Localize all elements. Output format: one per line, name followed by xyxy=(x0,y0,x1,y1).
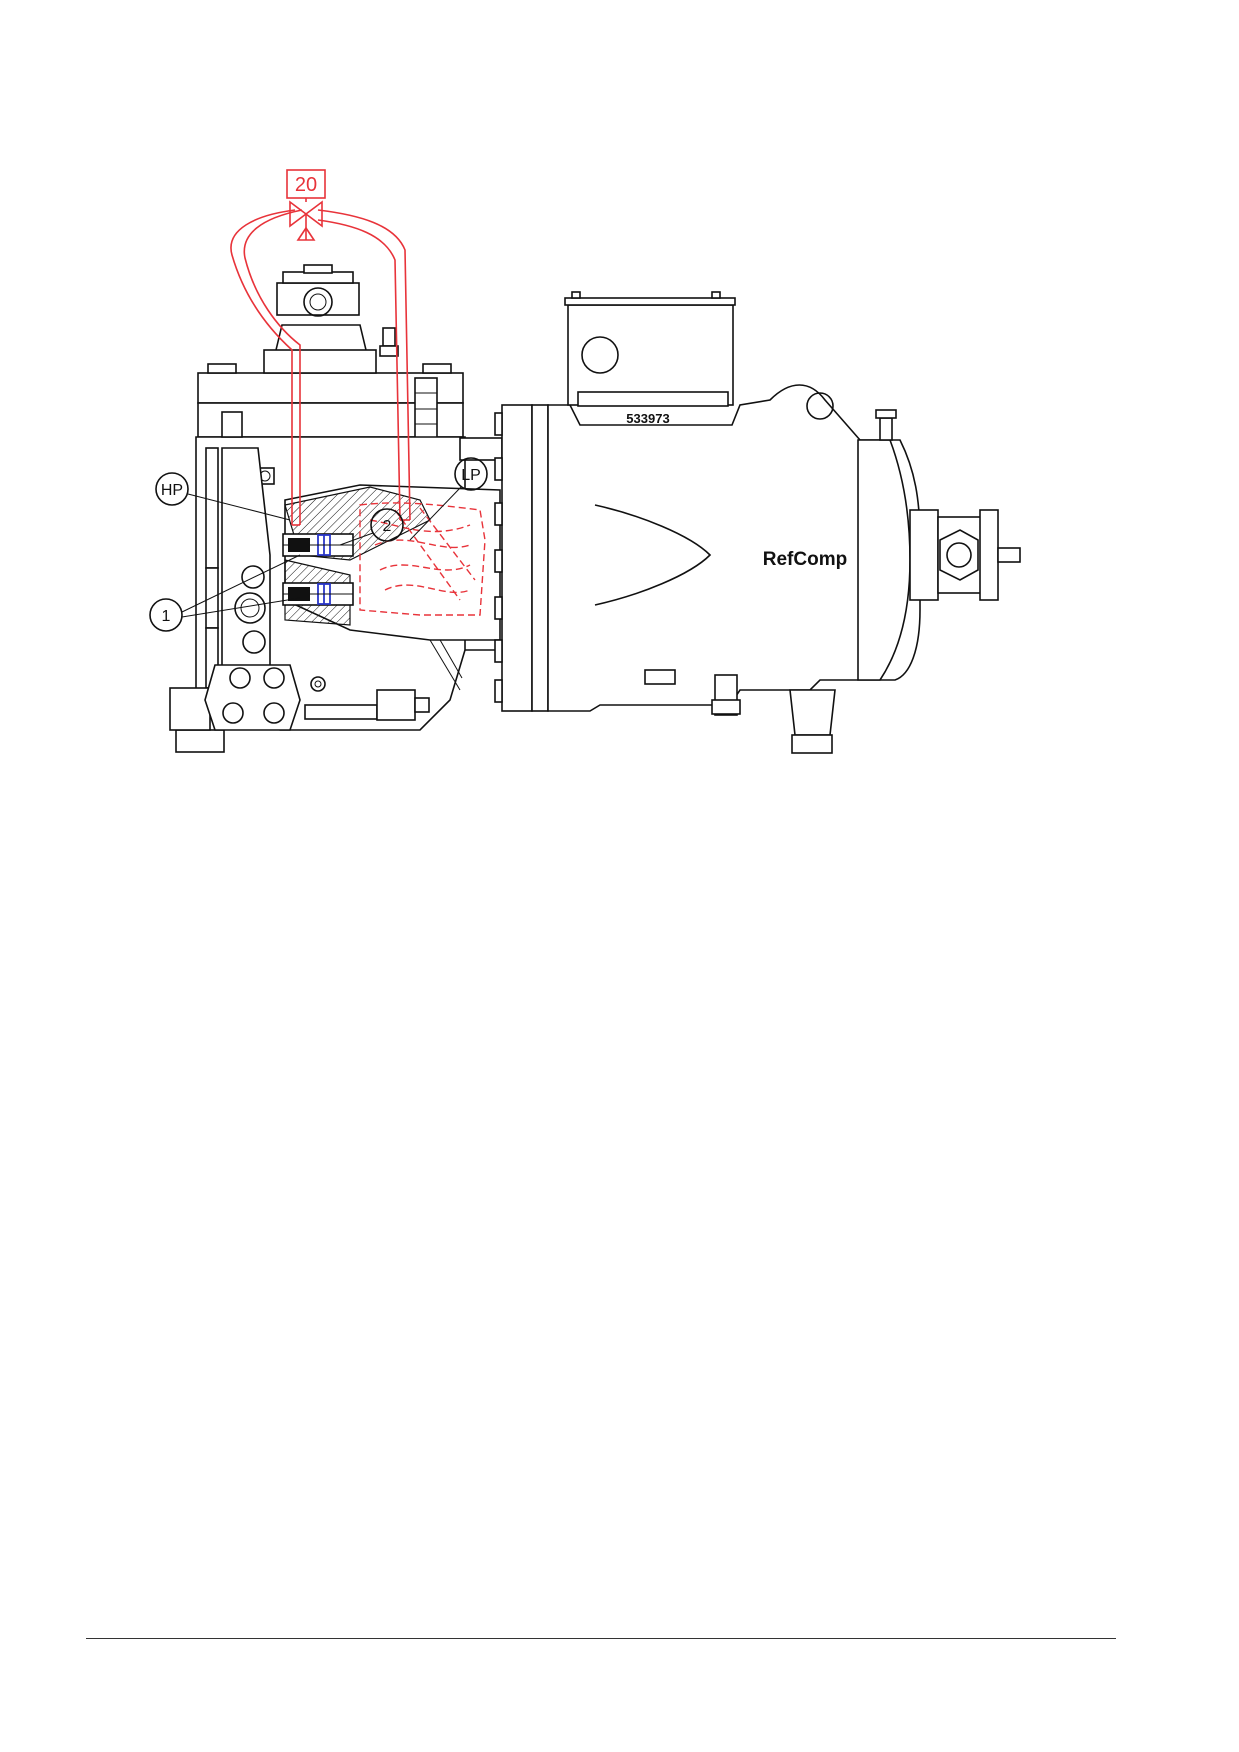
callout-two-label: 2 xyxy=(383,518,392,535)
callout-hp: HP xyxy=(155,472,291,521)
callout-lp-label: LP xyxy=(461,467,481,484)
oil-circuit xyxy=(230,169,411,526)
callout-hp-label: HP xyxy=(161,482,183,499)
callout-one-label: 1 xyxy=(162,608,171,625)
callout-two: 2 xyxy=(339,508,404,546)
callout-one: 1 xyxy=(149,554,301,632)
screw-rotor xyxy=(359,502,486,616)
serial-number: 533973 xyxy=(626,411,669,426)
main-compressor-body xyxy=(459,291,1021,754)
rotor-casing xyxy=(282,484,501,641)
brand-label: RefComp xyxy=(763,549,847,570)
callout-lp: LP xyxy=(409,457,488,541)
item-tag-label: 20 xyxy=(295,174,317,196)
footer-divider xyxy=(86,1638,1116,1639)
